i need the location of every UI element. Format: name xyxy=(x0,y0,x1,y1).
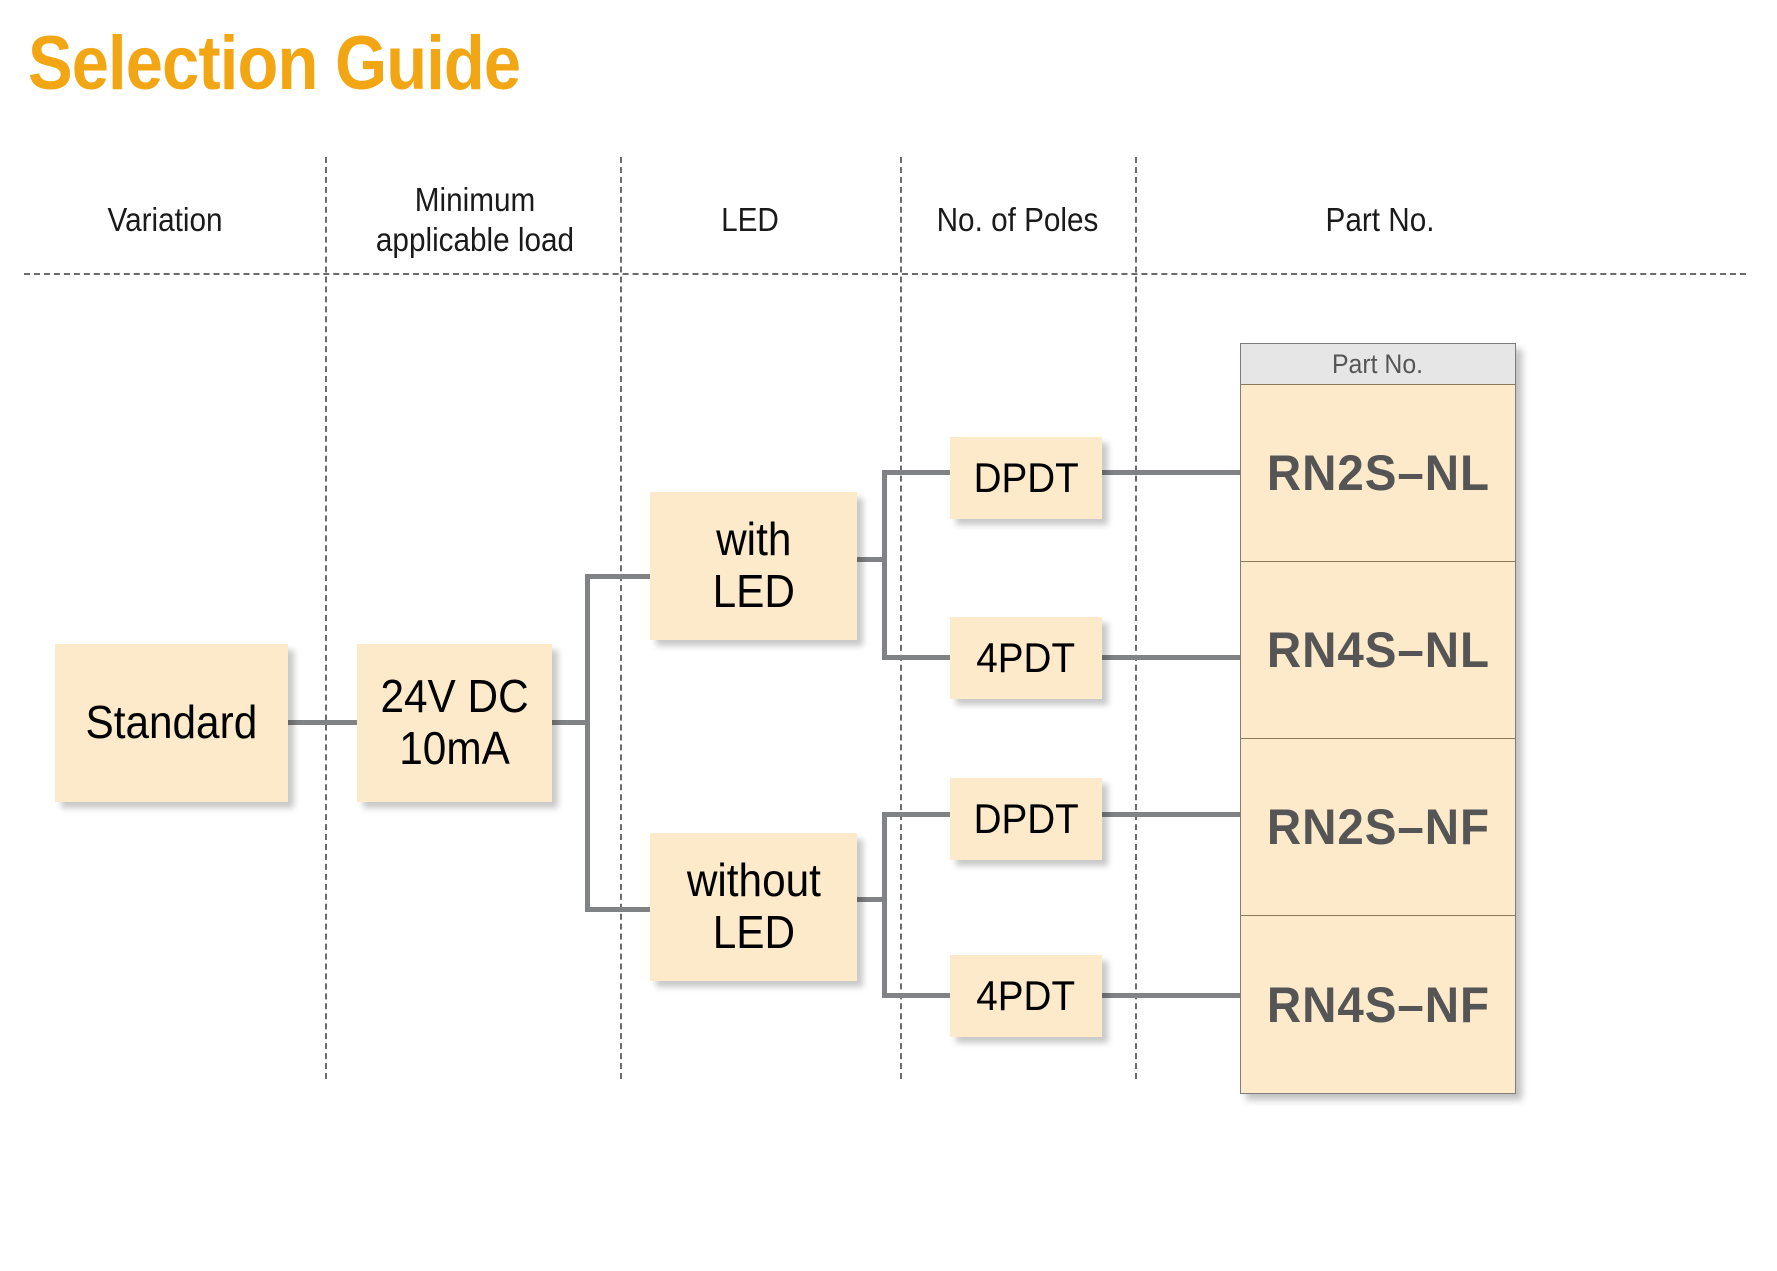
node-poles-without-led-dpdt-label: DPDT xyxy=(973,795,1079,843)
node-without-led-label: without LED xyxy=(686,854,821,958)
connector-load-to-with-led xyxy=(585,574,653,579)
part-number-value: RN2S–NF xyxy=(1266,799,1490,855)
page-title: Selection Guide xyxy=(28,21,521,106)
column-divider-3 xyxy=(900,157,902,1079)
column-header-variation: Variation xyxy=(107,201,223,238)
node-poles-without-led-dpdt[interactable]: DPDT xyxy=(950,778,1102,860)
part-number-table-header-label: Part No. xyxy=(1332,348,1424,379)
node-poles-without-led-4pdt[interactable]: 4PDT xyxy=(950,955,1102,1037)
connector-without-led-to-dpdt xyxy=(882,812,954,817)
node-variation-standard-label: Standard xyxy=(85,696,258,749)
node-with-led[interactable]: with LED xyxy=(650,492,857,640)
connector-4pdt-nf-to-part xyxy=(1101,993,1243,998)
part-number-table-header: Part No. xyxy=(1241,344,1515,385)
connector-without-led-stub xyxy=(853,897,887,902)
part-number-value: RN2S–NL xyxy=(1266,445,1490,501)
node-poles-with-led-4pdt-label: 4PDT xyxy=(976,634,1076,682)
connector-variation-to-load xyxy=(286,720,358,725)
node-minimum-load-label: 24V DC 10mA xyxy=(380,670,529,774)
connector-with-led-stub xyxy=(853,557,887,562)
node-poles-with-led-4pdt[interactable]: 4PDT xyxy=(950,617,1102,699)
connector-with-led-split-vertical xyxy=(882,470,887,660)
node-minimum-load[interactable]: 24V DC 10mA xyxy=(357,644,552,802)
node-variation-standard[interactable]: Standard xyxy=(55,644,288,802)
connector-with-led-to-4pdt xyxy=(882,655,954,660)
part-number-table: Part No. RN2S–NL RN4S–NL RN2S–NF RN4S–NF xyxy=(1240,343,1516,1094)
connector-4pdt-nl-to-part xyxy=(1101,655,1243,660)
column-divider-2 xyxy=(620,157,622,1079)
connector-with-led-to-dpdt xyxy=(882,470,954,475)
column-header-no-of-poles: No. of Poles xyxy=(936,201,1099,238)
connector-load-split-vertical xyxy=(585,574,590,912)
header-divider xyxy=(24,273,1746,275)
column-divider-4 xyxy=(1135,157,1137,1079)
connector-without-led-split-vertical xyxy=(882,812,887,995)
node-poles-without-led-4pdt-label: 4PDT xyxy=(976,972,1076,1020)
column-divider-1 xyxy=(325,157,327,1079)
connector-dpdt-nf-to-part xyxy=(1101,812,1243,817)
node-poles-with-led-dpdt-label: DPDT xyxy=(973,454,1079,502)
part-number-value: RN4S–NL xyxy=(1266,622,1490,678)
column-header-led: LED xyxy=(721,201,779,238)
node-with-led-label: with LED xyxy=(712,513,795,617)
part-number-row-3[interactable]: RN2S–NF xyxy=(1241,739,1515,916)
connector-dpdt-nl-to-part xyxy=(1101,470,1243,475)
part-number-row-4[interactable]: RN4S–NF xyxy=(1241,916,1515,1093)
node-poles-with-led-dpdt[interactable]: DPDT xyxy=(950,437,1102,519)
part-number-row-1[interactable]: RN2S–NL xyxy=(1241,385,1515,562)
connector-without-led-to-4pdt xyxy=(882,993,954,998)
column-header-part-no: Part No. xyxy=(1325,201,1435,238)
part-number-value: RN4S–NF xyxy=(1266,976,1490,1033)
connector-load-stub xyxy=(550,720,588,725)
column-header-minimum-applicable-load: Minimum applicable load xyxy=(375,181,575,258)
node-without-led[interactable]: without LED xyxy=(650,833,857,981)
part-number-row-2[interactable]: RN4S–NL xyxy=(1241,562,1515,739)
connector-load-to-without-led xyxy=(585,907,653,912)
